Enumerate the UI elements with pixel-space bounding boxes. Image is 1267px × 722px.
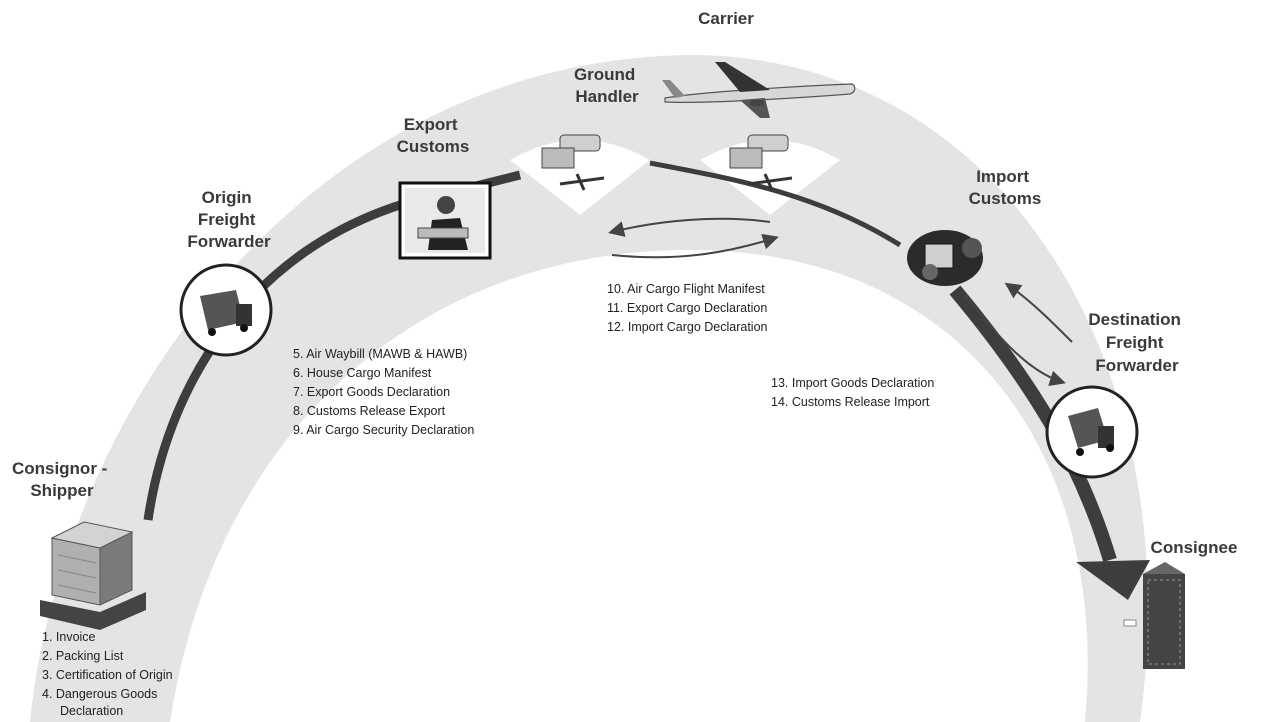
exchange-arrow-down xyxy=(964,294,1066,387)
ground-handler-label: Ground Handler xyxy=(574,65,640,106)
consignor-documents: 1. Invoice 2. Packing List 3. Certificat… xyxy=(42,630,176,718)
office-building-icon xyxy=(40,521,146,630)
consignee-label: Consignee xyxy=(1151,538,1238,557)
export-customs-label: Export Customs xyxy=(397,115,470,156)
exchange-arrow-left xyxy=(608,217,771,237)
truck-icon xyxy=(1045,385,1139,479)
origin-forwarder-label: Origin Freight Forwarder xyxy=(187,188,271,251)
truck-icon xyxy=(179,263,273,357)
destination-forwarder-label: Destination Freight Forwarder xyxy=(1088,310,1185,375)
customs-seal-icon xyxy=(907,230,983,286)
arch-band xyxy=(30,55,1148,722)
carrier-documents: 10. Air Cargo Flight Manifest 11. Export… xyxy=(607,282,771,334)
customs-officer-icon xyxy=(398,181,492,260)
airplane-icon xyxy=(662,62,856,118)
import-customs-label: Import Customs xyxy=(969,167,1042,208)
carrier-label: Carrier xyxy=(698,9,754,28)
cargo-handling-icon xyxy=(729,134,793,191)
consignor-label: Consignor - Shipper xyxy=(12,459,112,500)
forwarder-documents: 5. Air Waybill (MAWB & HAWB) 6. House Ca… xyxy=(293,347,474,437)
flow-arrow-mid xyxy=(649,160,902,248)
exchange-arrow-up xyxy=(1004,282,1073,343)
warehouse-icon xyxy=(1123,562,1185,669)
flow-arrowhead xyxy=(1076,560,1150,600)
cargo-handling-icon xyxy=(541,134,605,191)
import-documents: 13. Import Goods Declaration 14. Customs… xyxy=(771,376,938,409)
exchange-arrow-right xyxy=(611,233,779,259)
